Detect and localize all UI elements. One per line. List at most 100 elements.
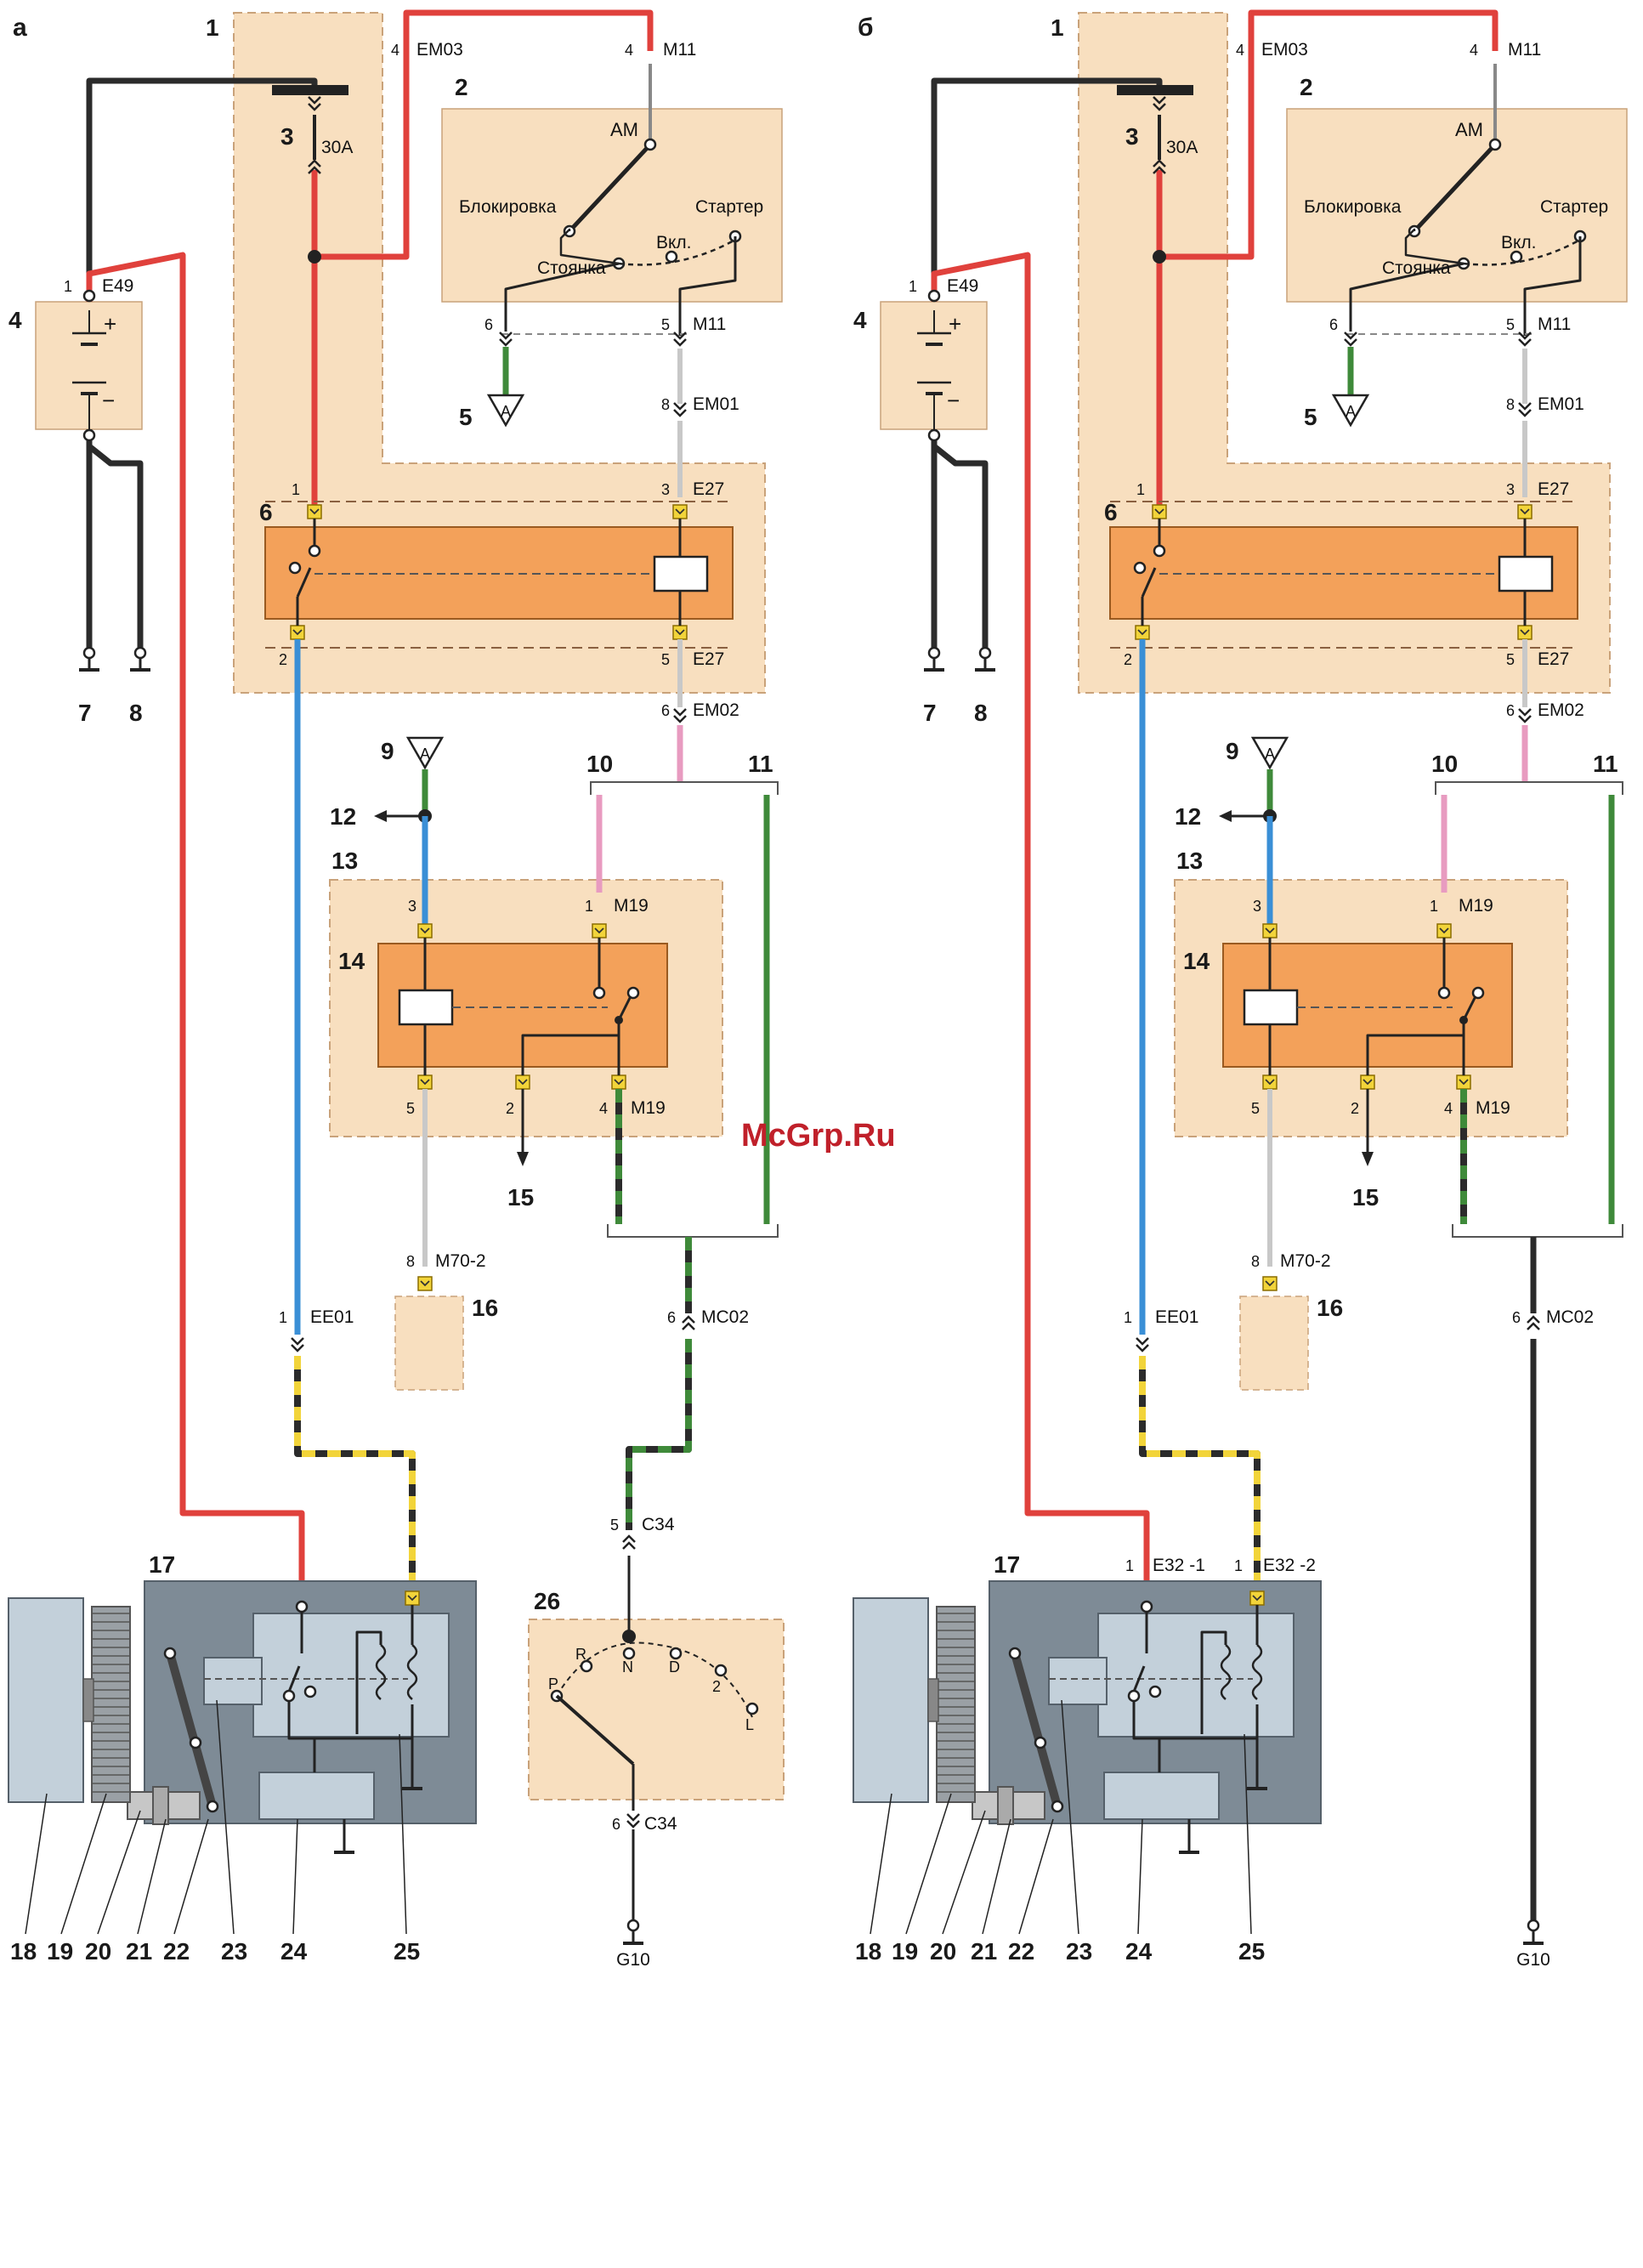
selector-r — [580, 1659, 593, 1673]
label-em01: EM01 — [1538, 394, 1584, 414]
wire-yellow-black-ee01-base — [1139, 1356, 1261, 1590]
ground-8 — [128, 656, 152, 672]
label-m19-bot: M19 — [631, 1098, 666, 1118]
battery-plus: + — [949, 311, 961, 337]
gear-label-2: 2 — [712, 1678, 721, 1695]
knob-18 — [8, 1597, 84, 1803]
callout-20: 20 — [85, 1938, 111, 1965]
label-em02: EM02 — [1538, 700, 1584, 720]
wire-black-battery-ground8 — [87, 444, 144, 650]
lever-joint — [1034, 1736, 1047, 1749]
lever-pivot — [1008, 1647, 1022, 1660]
battery-minus: − — [102, 388, 115, 413]
triangle-9-label: A — [420, 746, 430, 763]
wire-switch-pin5 — [678, 236, 737, 336]
callout-9: 9 — [381, 738, 394, 764]
label-relay6-pin1: 1 — [1136, 481, 1145, 498]
connector-em02 — [1517, 707, 1533, 723]
callout-leader — [292, 1818, 298, 1935]
module17-ring-a — [1127, 1689, 1141, 1703]
selector-common-dot — [622, 1630, 636, 1643]
switch-contact-on — [1510, 250, 1523, 264]
brace-bottom — [1452, 1224, 1623, 1238]
label-relay6-pin1: 1 — [292, 481, 300, 498]
callout-leader — [216, 1699, 235, 1935]
junction-dot-red — [1153, 250, 1166, 264]
label-e27-top: E27 — [693, 479, 724, 499]
label-c34-top-pin: 5 — [610, 1517, 619, 1534]
label-em01-pin: 8 — [661, 396, 670, 413]
label-em02-pin: 6 — [1506, 702, 1515, 719]
relay14-pin4 — [611, 1074, 626, 1090]
label-m11-top-pin: 4 — [625, 42, 633, 59]
label-m19-top: M19 — [614, 896, 649, 916]
relay14-blade — [617, 995, 632, 1021]
label-fuse: 30A — [1166, 138, 1198, 157]
connector-m70 — [1262, 1276, 1278, 1291]
selector-d — [669, 1647, 683, 1660]
connector-ee01 — [290, 1336, 305, 1352]
relay6-pin1 — [1152, 504, 1167, 519]
label-e27-bot-pin: 5 — [1506, 651, 1515, 668]
module17-pin-e32-2 — [405, 1590, 420, 1606]
fuse-bar — [1117, 85, 1193, 95]
callout-leader — [399, 1733, 407, 1935]
callout-17: 17 — [149, 1551, 175, 1578]
module-17-solenoid — [1048, 1657, 1108, 1705]
triangle-5-label: A — [1346, 403, 1356, 420]
wire-switch-pin6 — [504, 262, 620, 332]
label-em03: EM03 — [1261, 40, 1308, 60]
module17-pin-e32-1 — [1140, 1600, 1153, 1613]
label-e32-2-pin: 1 — [1234, 1557, 1243, 1574]
selector-blade — [555, 1694, 635, 1766]
callout-leader — [97, 1810, 141, 1935]
gear-label-l: L — [745, 1716, 754, 1733]
wire-black-battery-ground8 — [932, 444, 989, 650]
label-relay14-pin5: 5 — [406, 1100, 415, 1117]
callout-8: 8 — [129, 700, 143, 726]
connector-em01 — [672, 401, 688, 417]
callout-13: 13 — [1176, 848, 1203, 874]
ground-g10 — [621, 1930, 645, 1945]
ground-7 — [922, 656, 946, 672]
wire-switch-pin6 — [1349, 262, 1465, 332]
callout-6: 6 — [1104, 499, 1118, 525]
label-e49: E49 — [102, 276, 133, 296]
relay14-pin3 — [417, 923, 433, 938]
label-e27-bot-pin: 5 — [661, 651, 670, 668]
ground-8-ring — [133, 646, 147, 660]
relay14-pin1 — [592, 923, 607, 938]
connector-em01 — [1517, 401, 1533, 417]
ignition-switch-panel — [441, 108, 783, 303]
switch-label-park: Стоянка — [1382, 258, 1451, 278]
callout-1: 1 — [206, 14, 219, 41]
motor24-ground — [332, 1839, 356, 1854]
shaft-18-19 — [82, 1678, 94, 1722]
switch-contact-on — [665, 250, 678, 264]
label-m11-bot-pin: 5 — [661, 316, 670, 333]
callout-leader — [1018, 1818, 1054, 1935]
wire-switch-pin5 — [1523, 236, 1582, 336]
connector-c34-bot — [626, 1812, 641, 1829]
callout-15: 15 — [1352, 1184, 1379, 1211]
wire-red-e49-module — [931, 252, 1150, 1598]
triangle-9-label: A — [1265, 746, 1275, 763]
label-mc02: MC02 — [701, 1307, 749, 1327]
callout-leader — [60, 1793, 107, 1935]
switch-label-am: AM — [1455, 119, 1483, 140]
callout-22: 22 — [163, 1938, 190, 1965]
ground-7-ring — [82, 646, 96, 660]
relay6-pin2 — [1135, 625, 1150, 640]
lever-23 — [1011, 1652, 1062, 1808]
switch-label-start: Стартер — [1540, 197, 1608, 217]
module17-ring-b — [1148, 1685, 1162, 1698]
module17-ring-b — [303, 1685, 317, 1698]
callout-leader — [1244, 1733, 1252, 1935]
label-e32-2: E32 -2 — [1263, 1556, 1316, 1575]
callout-leader — [1061, 1699, 1079, 1935]
brace-10-11 — [590, 781, 779, 795]
lever-pivot — [163, 1647, 177, 1660]
callout-12: 12 — [330, 803, 356, 830]
